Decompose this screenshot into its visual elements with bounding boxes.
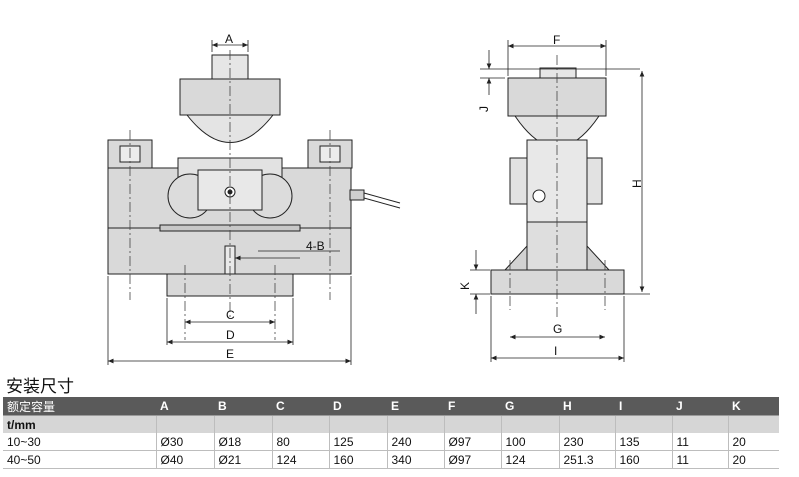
header-cell: E (387, 397, 444, 416)
table-cell: 20 (727, 450, 779, 469)
table-row: 10~30 Ø30 Ø18 80 125 240 Ø97 100 230 135… (3, 433, 779, 451)
dim-label-f: F (553, 33, 560, 47)
table-cell: 135 (614, 433, 672, 451)
table-cell: 40~50 (3, 450, 156, 469)
dim-label-g: G (553, 322, 562, 336)
header-cell: A (156, 397, 214, 416)
header-cell: F (444, 397, 501, 416)
unit-cell: t/mm (3, 415, 156, 433)
side-base (490, 269, 625, 295)
table-header-row: 额定容量 A B C D E F G H I J K (3, 397, 779, 416)
header-cell: K (728, 397, 779, 416)
table-cell: 11 (671, 433, 728, 451)
dimension-table: 额定容量 A B C D E F G H I J K t/mm 10~30 Ø3… (3, 397, 779, 469)
table-cell: Ø97 (443, 450, 501, 469)
table-cell: 125 (328, 433, 387, 451)
table-cell: Ø18 (213, 433, 272, 451)
header-cell: B (214, 397, 272, 416)
table-cell: 124 (271, 450, 329, 469)
table-cell: Ø40 (155, 450, 214, 469)
header-cell: 额定容量 (3, 397, 156, 416)
table-cell: Ø97 (443, 433, 501, 451)
table-cell: 124 (500, 450, 559, 469)
table-cell: 10~30 (3, 433, 156, 451)
dim-label-4b: 4-B (306, 239, 325, 253)
table-row: 40~50 Ø40 Ø21 124 160 340 Ø97 124 251.3 … (3, 450, 779, 469)
table-cell: 160 (614, 450, 672, 469)
side-view (490, 67, 625, 295)
table-cell: 160 (328, 450, 387, 469)
table-cell: 100 (500, 433, 559, 451)
table-cell: 80 (271, 433, 329, 451)
table-cell: 240 (386, 433, 444, 451)
front-view (107, 54, 401, 297)
header-cell: I (615, 397, 672, 416)
table-cell: 230 (558, 433, 615, 451)
dim-label-j: J (477, 106, 491, 112)
table-cell: 251.3 (558, 450, 615, 469)
table-cell: Ø30 (155, 433, 214, 451)
dim-label-e: E (226, 347, 234, 361)
table-cell: Ø21 (213, 450, 272, 469)
header-cell: J (672, 397, 728, 416)
table-cell: 340 (386, 450, 444, 469)
dim-label-d: D (226, 328, 235, 342)
header-cell: D (329, 397, 387, 416)
table-cell: 20 (727, 433, 779, 451)
dim-label-c: C (226, 308, 235, 322)
dim-label-h: H (630, 179, 644, 188)
dim-label-a: A (225, 32, 233, 46)
dim-label-k: K (458, 282, 472, 290)
header-cell: G (501, 397, 559, 416)
section-title: 安装尺寸 (6, 377, 74, 397)
header-cell: C (272, 397, 329, 416)
technical-drawing: A 4-B C D E F J H K G I (107, 32, 650, 365)
dim-label-i: I (554, 344, 557, 358)
table-cell: 11 (671, 450, 728, 469)
header-cell: H (559, 397, 615, 416)
table-unit-row: t/mm (3, 415, 779, 433)
